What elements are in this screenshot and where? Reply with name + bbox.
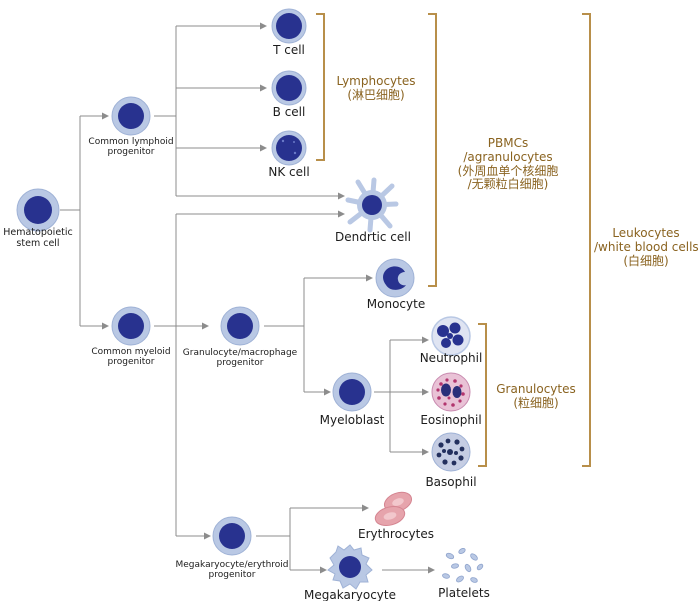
mep-label: Megakaryocyte/erythroid progenitor [175,560,289,581]
t-cell-label: T cell [273,43,305,57]
b-cell-icon [271,70,307,106]
leukocytes-bracket [582,13,591,467]
hsc-cell-icon [16,188,60,232]
clp-label: Common lymphoid progenitor [88,137,174,158]
platelets-label: Platelets [438,586,490,600]
erythrocytes-icon [374,491,413,527]
pbmc-group-label: PBMCs /agranulocytes (外周血单个核细胞 /无颗粒白细胞) [457,136,559,192]
megakaryocyte-label: Megakaryocyte [304,588,396,601]
cmp-cell-icon [111,306,151,346]
b-cell-label: B cell [272,105,306,119]
nk-cell-icon [271,130,307,166]
neutrophil-cell-icon [431,316,471,356]
monocyte-cell-icon [375,258,415,298]
basophil-label: Basophil [425,475,477,489]
neutrophil-label: Neutrophil [419,351,483,365]
erythrocytes-label: Erythrocytes [358,527,434,541]
dendritic-cell-icon [345,177,399,233]
group-brackets [316,13,591,467]
leukocytes-group-label: Leukocytes /white blood cells (白细胞) [594,226,699,268]
lymphocytes-group-label: Lymphocytes (淋巴细胞) [336,74,416,102]
lymphocytes-bracket [316,13,325,161]
mep-cell-icon [212,516,252,556]
myeloblast-label: Myeloblast [319,413,385,427]
monocyte-label: Monocyte [366,297,426,311]
clp-cell-icon [111,96,151,136]
granulocytes-bracket [478,323,487,467]
cmp-label: Common myeloid progenitor [91,347,171,368]
hsc-label: Hematopoietic stem cell [3,227,73,249]
pbmc-bracket [428,13,437,287]
basophil-cell-icon [431,432,471,472]
myeloblast-cell-icon [332,372,372,412]
gmp-label: Granulocyte/macrophage progenitor [182,348,298,369]
t-cell-icon [271,8,307,44]
connector-lines [60,22,435,574]
nk-cell-label: NK cell [268,165,310,179]
granulocytes-group-label: Granulocytes (粒细胞) [496,382,576,410]
dendritic-cell-label: Dendrtic cell [335,230,411,244]
megakaryocyte-icon [327,544,373,590]
eosinophil-label: Eosinophil [420,413,482,427]
platelets-icon [442,548,484,583]
eosinophil-cell-icon [431,372,471,412]
gmp-cell-icon [220,306,260,346]
